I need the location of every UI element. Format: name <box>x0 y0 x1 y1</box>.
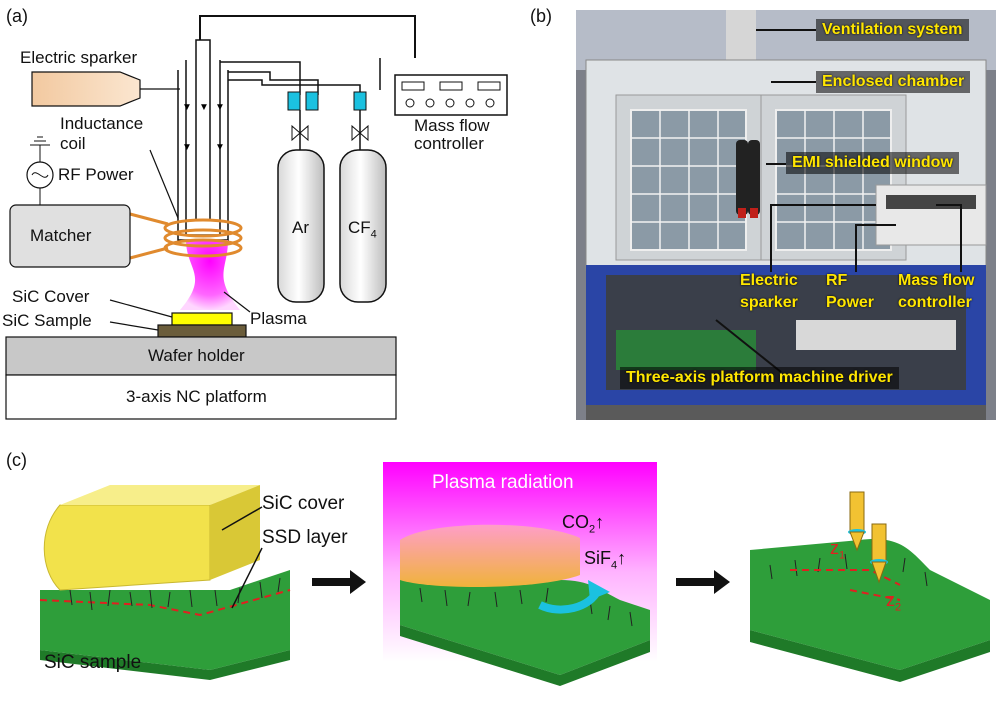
ar-label: Ar <box>292 218 309 237</box>
panel-b-photo <box>576 10 996 420</box>
ventilation-label: Ventilation system <box>816 19 969 41</box>
c-sic-sample-label: SiC sample <box>44 652 142 673</box>
co2-label: CO2↑ <box>562 512 605 536</box>
z2-label: z2 <box>886 590 902 614</box>
mass-flow-label: Mass flow <box>414 116 490 135</box>
b-mfc-label-1: Mass flow <box>898 272 975 289</box>
platform-label: 3-axis NC platform <box>126 387 267 406</box>
plasma-label: Plasma <box>250 309 307 328</box>
coil-label: coil <box>60 134 86 153</box>
electric-sparker-label: Electric sparker <box>20 48 138 67</box>
panel-b-tag: (b) <box>530 6 552 26</box>
wafer-holder-label: Wafer holder <box>148 346 245 365</box>
rf-power-label: RF Power <box>58 165 134 184</box>
c-sic-cover-label: SiC cover <box>262 493 345 514</box>
b-rf-label-2: Power <box>826 294 875 311</box>
b-mfc-label-2: controller <box>898 294 972 311</box>
controller-label: controller <box>414 134 484 153</box>
svg-text:▼: ▼ <box>199 102 209 113</box>
driver-label: Three-axis platform machine driver <box>620 367 899 389</box>
sic-cover-label: SiC Cover <box>12 287 90 306</box>
panel-c-process <box>39 462 990 686</box>
sif4-label: SiF4↑ <box>584 548 627 572</box>
inductance-label: Inductance <box>60 114 144 133</box>
panel-c-tag: (c) <box>6 450 27 470</box>
panel-a-schematic: ▼ ▼ ▼ ▼ ▼ <box>5 15 508 420</box>
cf4-label: CF4 <box>348 218 377 241</box>
svg-text:▼: ▼ <box>182 102 192 113</box>
svg-text:▼: ▼ <box>215 102 225 113</box>
plasma-radiation-label: Plasma radiation <box>432 472 574 493</box>
enclosed-chamber-label: Enclosed chamber <box>816 71 971 93</box>
panel-a-tag: (a) <box>6 6 28 26</box>
b-rf-label-1: RF <box>826 272 848 289</box>
sic-sample-label: SiC Sample <box>2 311 92 330</box>
b-sparker-label-2: sparker <box>740 294 798 311</box>
matcher-label: Matcher <box>30 226 92 245</box>
b-sparker-label-1: Electric <box>740 272 798 289</box>
svg-text:▼: ▼ <box>182 142 192 153</box>
svg-text:▼: ▼ <box>215 142 225 153</box>
c-ssd-layer-label: SSD layer <box>262 527 348 548</box>
z1-label: z1 <box>830 538 846 562</box>
emi-window-label: EMI shielded window <box>786 152 959 174</box>
